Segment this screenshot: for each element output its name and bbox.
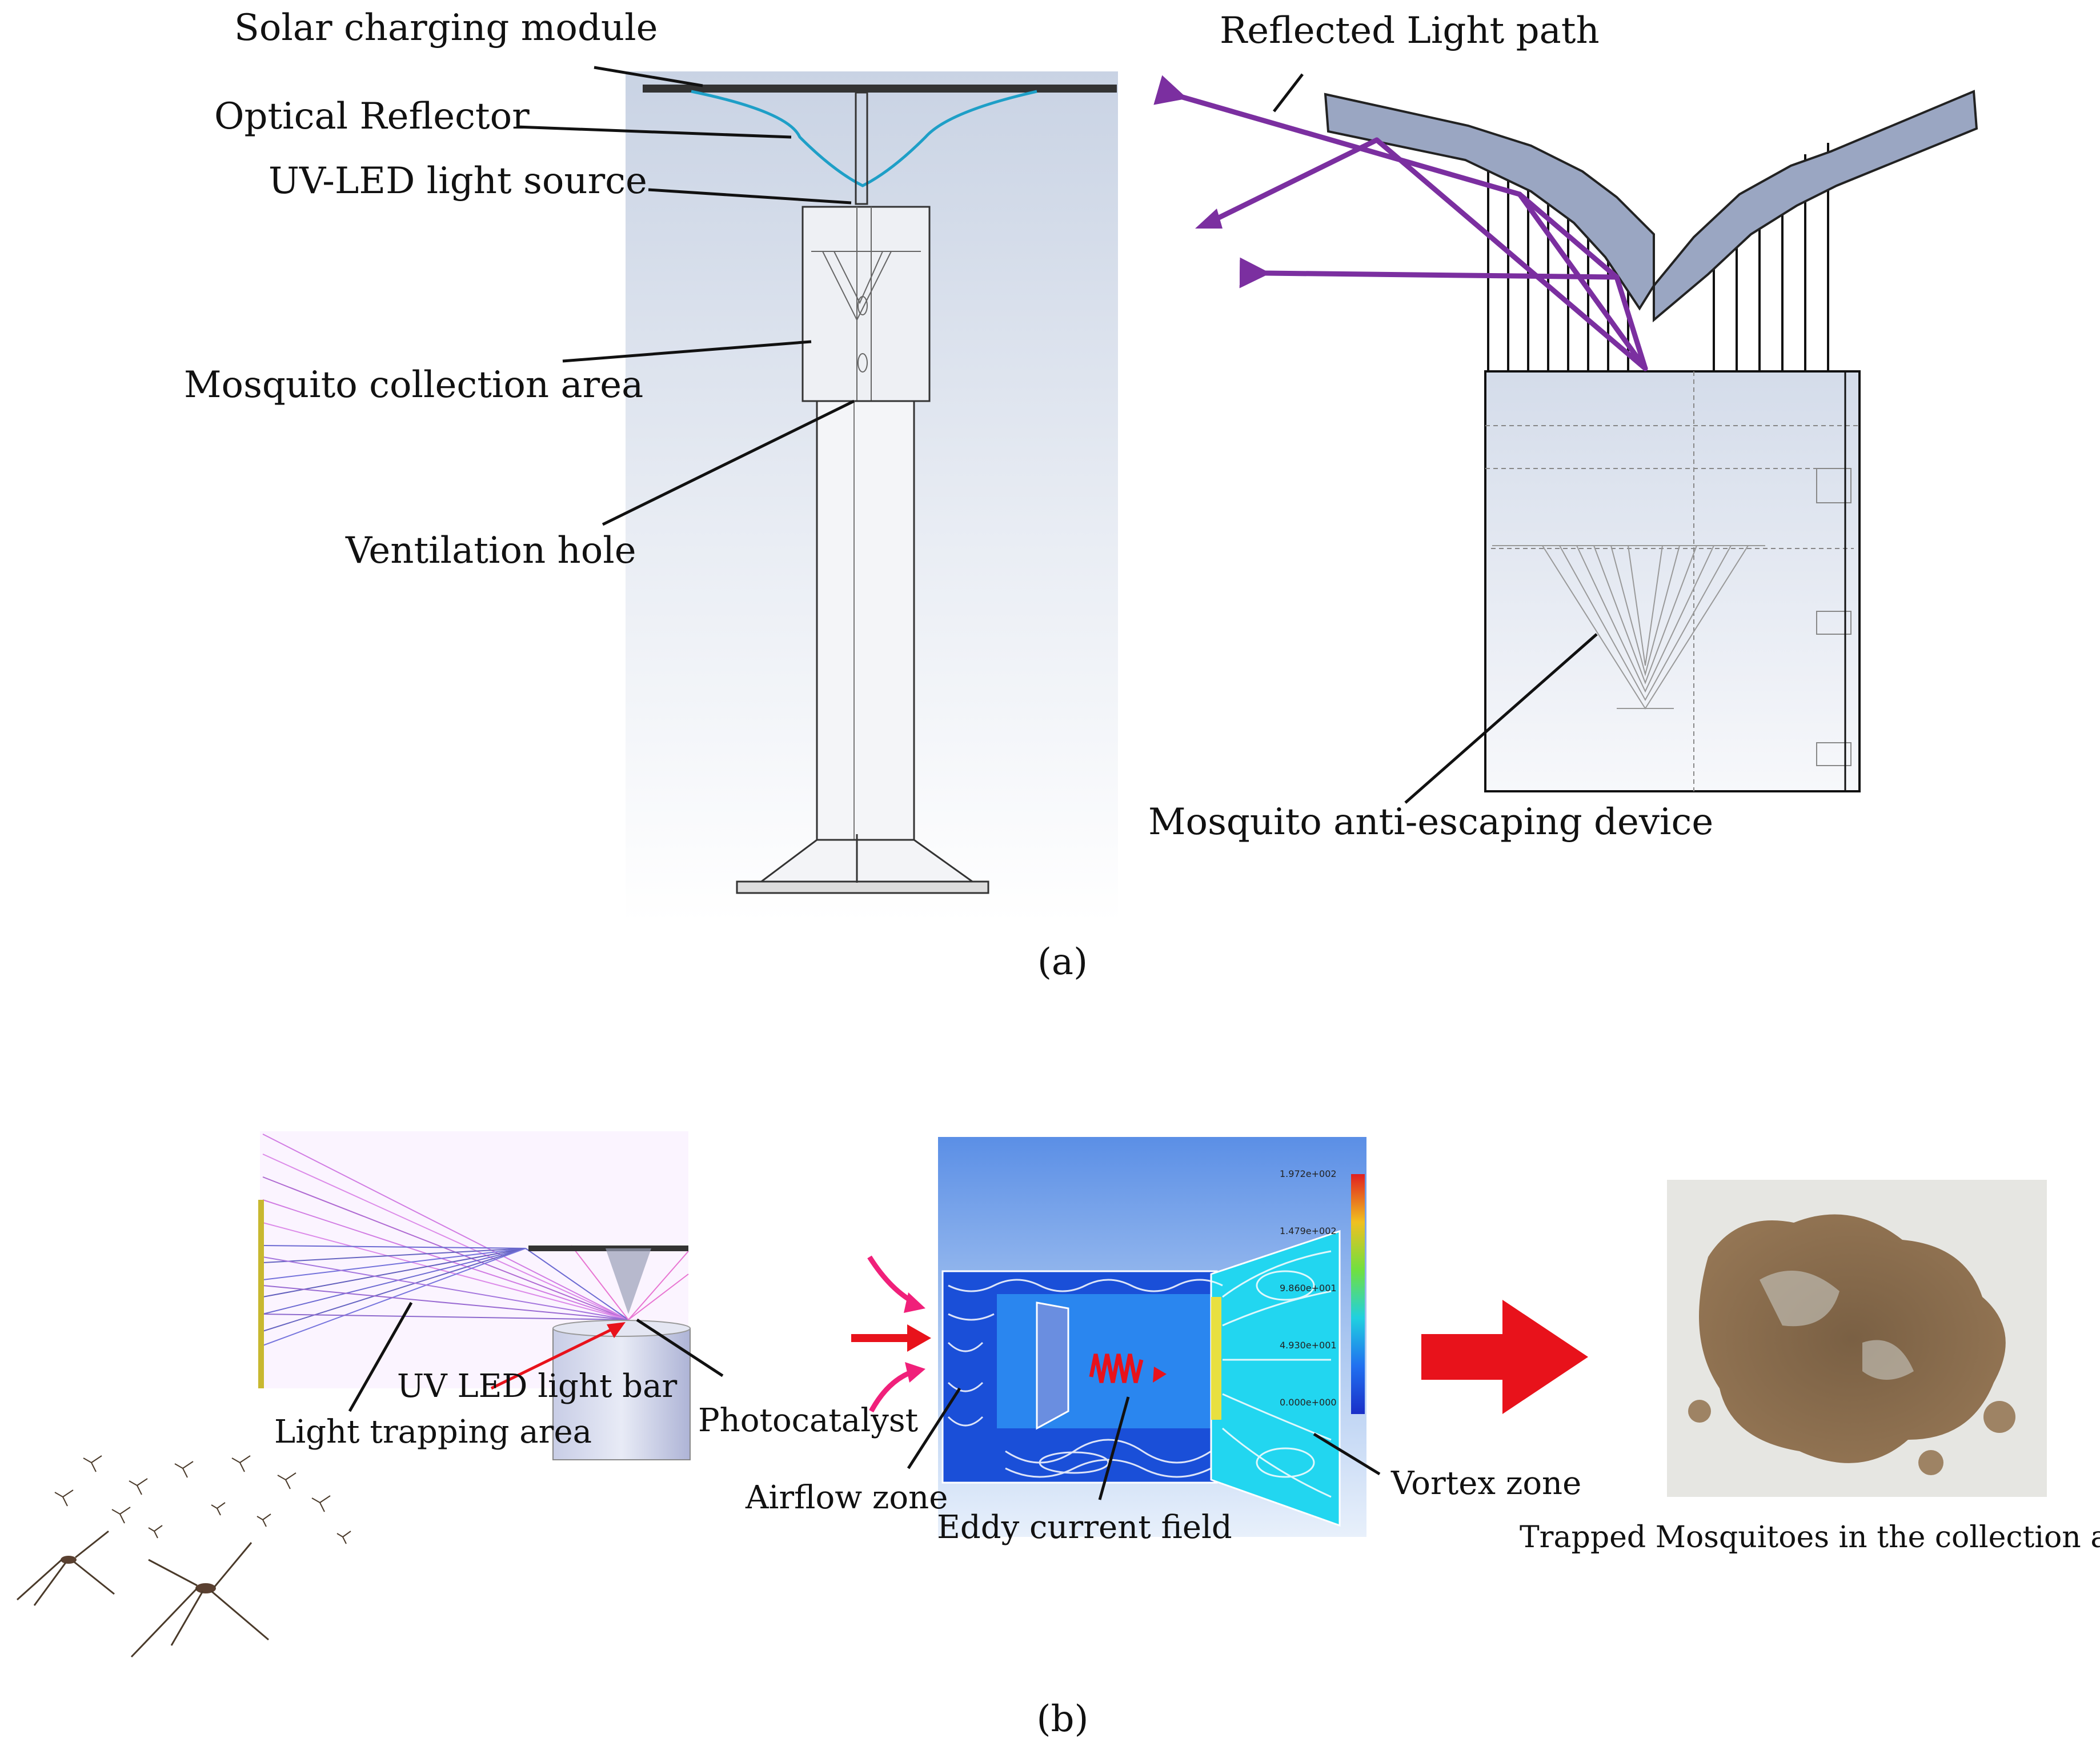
panel-b-cfd-labels: Airflow zone Eddy current field Vortex z… bbox=[745, 1465, 1581, 1546]
pole bbox=[816, 400, 915, 854]
panel-b-photo-labels: Trapped Mosquitoes in the collection are… bbox=[1037, 1520, 2100, 1740]
cfd-color-legend bbox=[1351, 1174, 1365, 1414]
panel-b-sim-labels: UV LED light bar Light trapping area Pho… bbox=[274, 1368, 919, 1451]
cfd-legend-ticks: 1.972e+002 1.479e+002 9.860e+001 4.930e+… bbox=[1280, 1168, 1337, 1408]
reflector-wing-right bbox=[1653, 90, 1978, 323]
panel-b-light-trapping-simulation bbox=[258, 1131, 691, 1460]
collection-box bbox=[801, 206, 931, 402]
mosquito-swarm bbox=[16, 1455, 351, 1658]
label-mosquito-collection-area: Mosquito collection area bbox=[184, 364, 643, 406]
mosquito-1 bbox=[130, 1542, 269, 1658]
label-optical-reflector: Optical Reflector bbox=[214, 95, 530, 138]
panel-a-leader-lines bbox=[516, 66, 855, 526]
legend-tick-1: 1.972e+002 bbox=[1280, 1168, 1337, 1179]
collection-box-details bbox=[811, 207, 921, 401]
reflector-wing-left bbox=[1324, 93, 1655, 311]
label-airflow-zone: Airflow zone bbox=[745, 1479, 948, 1516]
label-vortex-zone: Vortex zone bbox=[1390, 1465, 1581, 1502]
legend-tick-3: 9.860e+001 bbox=[1280, 1283, 1337, 1294]
label-uv-led-light-bar: UV LED light bar bbox=[397, 1368, 677, 1405]
center-rod bbox=[855, 91, 868, 205]
mosquito-small-group bbox=[54, 1455, 351, 1544]
label-trapped-mosquitoes: Trapped Mosquitoes in the collection are… bbox=[1520, 1520, 2100, 1555]
detail-collection-box bbox=[1484, 370, 1861, 792]
trapped-mosquitoes-photo bbox=[1667, 1180, 2047, 1497]
panel-a-reflector-detail bbox=[1153, 75, 1978, 792]
label-photocatalyst: Photocatalyst bbox=[698, 1402, 919, 1439]
panel-a-detail-leaders bbox=[1273, 73, 1598, 804]
caption-a: (a) bbox=[1037, 941, 1088, 983]
cfd-streamlines bbox=[947, 1250, 1332, 1498]
anti-escaping-funnel bbox=[1492, 545, 1765, 710]
panel-a-detail-labels: Reflected Light path Mosquito anti-escap… bbox=[1037, 10, 1713, 983]
cfd-impeller bbox=[1036, 1302, 1069, 1430]
legend-tick-5: 0.000e+000 bbox=[1280, 1397, 1337, 1408]
reflected-light-paths bbox=[1153, 75, 1648, 371]
label-light-trapping-area: Light trapping area bbox=[274, 1413, 592, 1451]
legend-tick-4: 4.930e+001 bbox=[1280, 1340, 1337, 1351]
cfd-leader-lines bbox=[907, 1387, 1381, 1500]
label-solar-charging-module: Solar charging module bbox=[234, 7, 658, 49]
label-uv-led-light-source: UV-LED light source bbox=[268, 160, 647, 202]
caption-b: (b) bbox=[1037, 1698, 1089, 1740]
panel-b-cfd-simulation: 1.972e+002 1.479e+002 9.860e+001 4.930e+… bbox=[938, 1137, 1366, 1537]
light-bar-edge bbox=[258, 1200, 264, 1388]
uv-bar-red-leader bbox=[490, 1324, 621, 1390]
cfd-inflow-arrows bbox=[851, 1255, 931, 1413]
label-ventilation-hole: Ventilation hole bbox=[345, 530, 636, 572]
detail-hidden-lines bbox=[1485, 371, 1859, 791]
mosquito-2 bbox=[16, 1530, 115, 1606]
panel-a-device-drawing bbox=[626, 71, 1118, 923]
cfd-outlet bbox=[1210, 1230, 1341, 1527]
base-plate bbox=[736, 880, 989, 894]
optical-reflector-curve bbox=[691, 90, 1037, 187]
legend-tick-2: 1.479e+002 bbox=[1280, 1226, 1337, 1236]
process-arrow bbox=[1421, 1300, 1588, 1414]
label-mosquito-anti-escaping-device: Mosquito anti-escaping device bbox=[1148, 801, 1713, 843]
photocatalyst-cylinder bbox=[552, 1328, 691, 1460]
ray-bundle bbox=[262, 1134, 689, 1346]
eddy-zigzag-arrow bbox=[1089, 1353, 1144, 1383]
panel-b-sim-leaders bbox=[348, 1302, 724, 1412]
label-reflected-light-path: Reflected Light path bbox=[1220, 10, 1600, 52]
light-arrowhead bbox=[1195, 209, 1223, 229]
label-eddy-current-field: Eddy current field bbox=[937, 1509, 1232, 1546]
panel-a-labels: Solar charging module Optical Reflector … bbox=[184, 7, 658, 572]
solar-panel-shape bbox=[643, 85, 1117, 93]
